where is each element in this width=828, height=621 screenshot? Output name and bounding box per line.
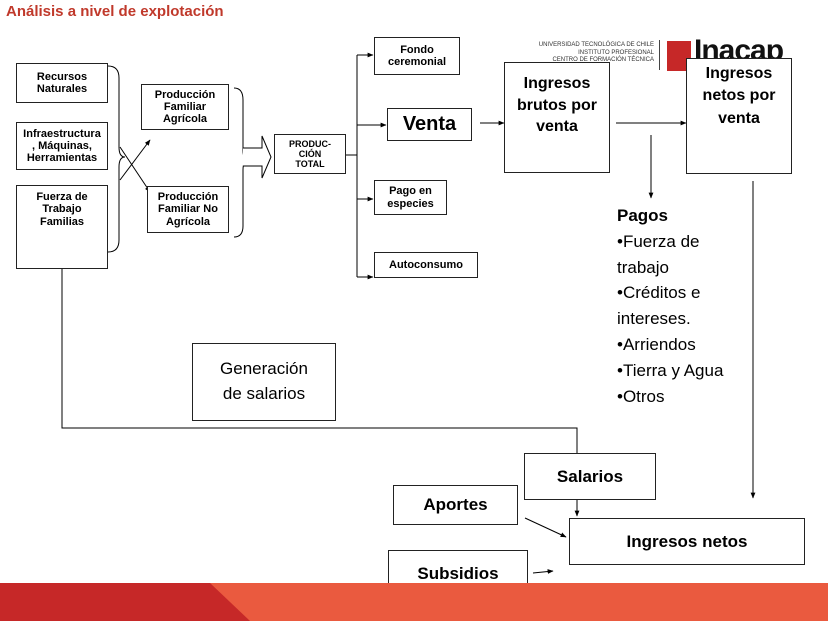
infraestructura-box: Infraestructura , Máquinas, Herramientas xyxy=(16,122,108,170)
institution-text: UNIVERSIDAD TECNOLÓGICA DE CHILE INSTITU… xyxy=(538,42,654,63)
aportes-box: Aportes xyxy=(393,485,518,525)
inputs-brace xyxy=(107,65,126,253)
produccion-no-agricola-box: Producción Familiar No Agrícola xyxy=(147,186,229,233)
arrow-to-no-agricola xyxy=(119,146,151,193)
autoconsumo-box: Autoconsumo xyxy=(374,252,478,278)
venta-box: Venta xyxy=(387,108,472,141)
pago-item: Créditos e intereses. xyxy=(617,280,737,332)
block-arrow-total xyxy=(243,135,272,179)
produccion-agricola-box: Producción Familiar Agrícola xyxy=(141,84,229,130)
pago-item: Fuerza de trabajo xyxy=(617,229,737,281)
produccion-total-box: PRODUC- CIÓN TOTAL xyxy=(274,134,346,174)
pagos-title: Pagos xyxy=(617,206,669,225)
pagos-list: Pagos Fuerza de trabajo Créditos e inter… xyxy=(617,203,737,410)
footer-band xyxy=(0,583,828,621)
brand-logo: Inacap xyxy=(694,36,784,62)
logo-divider xyxy=(659,40,660,70)
fondo-ceremonial-box: Fondo ceremonial xyxy=(374,37,460,75)
ingresos-netos-box: Ingresos netos xyxy=(569,518,805,565)
page-title: Análisis a nivel de explotación xyxy=(6,3,224,20)
salarios-box: Salarios xyxy=(524,453,656,500)
band-light xyxy=(210,583,828,621)
fuerza-trabajo-box: Fuerza de Trabajo Familias xyxy=(16,185,108,269)
pago-item: Otros xyxy=(617,384,737,410)
arrow-to-agricola xyxy=(119,139,151,181)
pago-especies-box: Pago en especies xyxy=(374,180,447,215)
generacion-salarios-box: Generación de salarios xyxy=(192,343,336,421)
pago-item: Tierra y Agua xyxy=(617,358,737,384)
ingresos-netos-venta-box: Ingresos netos por venta xyxy=(686,58,792,174)
arrow-aportes-to-netos xyxy=(524,517,567,538)
labor-to-salarios-line xyxy=(61,252,578,453)
pago-item: Arriendos xyxy=(617,332,737,358)
arrow-subsidios-to-netos xyxy=(532,569,554,574)
recursos-naturales-box: Recursos Naturales xyxy=(16,63,108,103)
ingresos-brutos-box: Ingresos brutos por venta xyxy=(504,62,610,173)
